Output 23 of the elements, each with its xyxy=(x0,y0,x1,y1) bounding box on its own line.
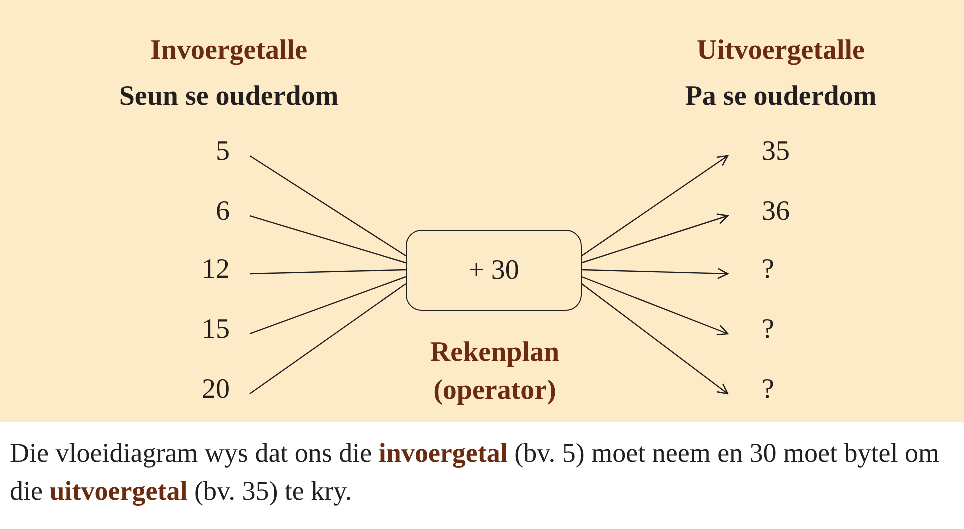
column-heading: Seun se ouderdom xyxy=(118,80,340,114)
input-number: 6 xyxy=(216,194,230,230)
input-number: 12 xyxy=(202,252,230,288)
input-number: 15 xyxy=(202,312,230,348)
operator-label: Rekenplan (operator) xyxy=(429,336,561,408)
arrow xyxy=(582,276,729,336)
arrow xyxy=(582,155,729,256)
output-number: 35 xyxy=(762,134,790,170)
arrow xyxy=(582,214,729,264)
column-heading: Pa se ouderdom xyxy=(684,80,878,114)
output-number: ? xyxy=(762,312,774,348)
caption: Die vloeidiagram wys dat ons die invoergetal (bv. 5) moet neem en 30 moet bytel om die uitvoergetal (bv. 35) te kry. xyxy=(10,437,941,508)
input-number: 5 xyxy=(216,134,230,170)
output-number: 36 xyxy=(762,194,790,230)
output-number: ? xyxy=(762,252,774,288)
column-heading: Uitvoergetalle xyxy=(696,34,866,68)
arrow xyxy=(582,284,729,395)
operator-box xyxy=(406,230,582,311)
arrow xyxy=(582,268,729,280)
output-number: ? xyxy=(762,372,774,408)
operator-text: + 30 xyxy=(468,254,520,286)
column-heading: Invoergetalle xyxy=(149,34,309,68)
input-number: 20 xyxy=(202,372,230,408)
